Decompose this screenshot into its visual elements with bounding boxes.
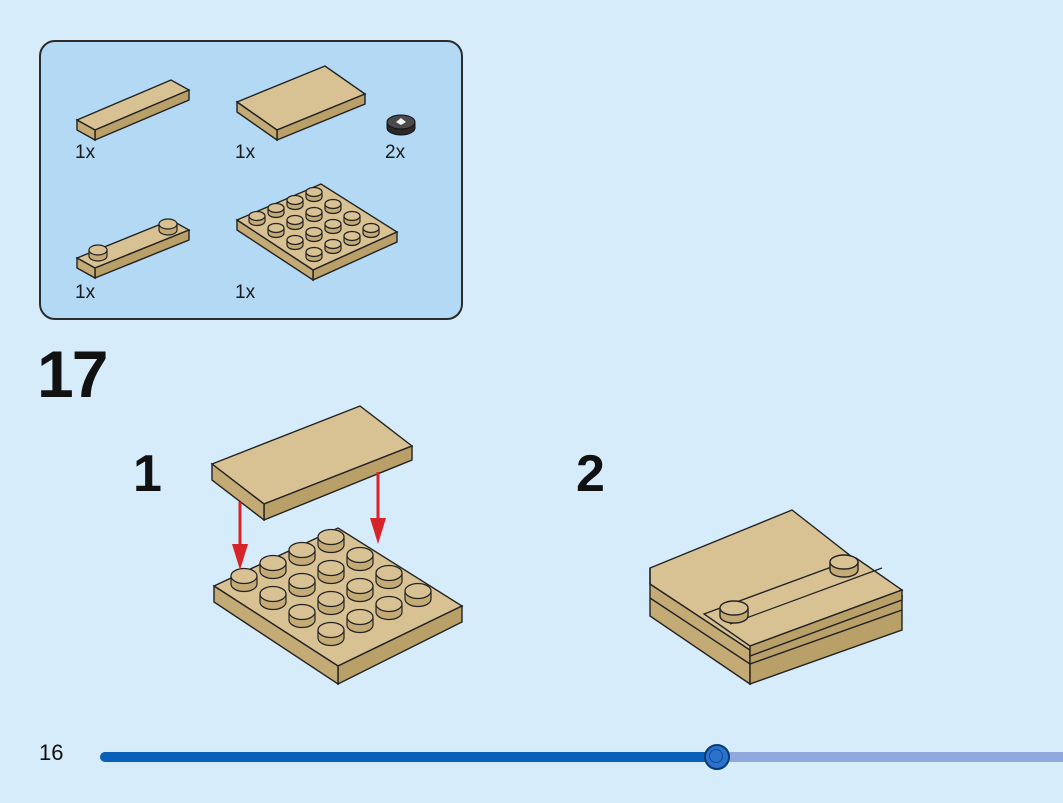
stud-icon (305, 186, 323, 203)
substep-1-illustration (210, 405, 464, 686)
stud-icon (305, 246, 323, 263)
substep-number: 1 (133, 445, 162, 503)
stud-icon (375, 595, 403, 621)
progress-bar (100, 744, 1063, 770)
part-quantity: 1x (235, 282, 256, 303)
stud-icon (317, 590, 345, 616)
stud-icon (829, 554, 859, 578)
round-tile-icon (386, 114, 416, 136)
plate-4x4-icon (212, 527, 464, 686)
stud-icon (317, 559, 345, 585)
stud-icon (286, 194, 304, 211)
tile-1x4-icon (75, 79, 191, 142)
stud-icon (346, 546, 374, 572)
stud-icon (343, 230, 361, 247)
stud-icon (248, 210, 266, 227)
stud-icon (305, 226, 323, 243)
stud-icon (324, 218, 342, 235)
progress-fill (100, 752, 716, 762)
stud-icon (288, 603, 316, 629)
arrow-down-icon (232, 502, 248, 570)
stud-icon (317, 621, 345, 647)
part-quantity: 1x (75, 282, 96, 303)
stud-icon (719, 600, 749, 624)
arrow-down-icon (370, 472, 386, 544)
stud-icon (362, 222, 380, 239)
stud-icon (267, 202, 285, 219)
part-quantity: 1x (235, 142, 256, 163)
stud-icon (324, 238, 342, 255)
substep-2-illustration (649, 509, 904, 686)
stud-icon (404, 582, 432, 608)
plate-1x4-icon (75, 218, 191, 280)
stud-icon (286, 234, 304, 251)
stud-icon (346, 577, 374, 603)
stud-icon (343, 210, 361, 227)
stud-icon (288, 572, 316, 598)
substep-number: 2 (576, 445, 605, 503)
stud-icon (267, 222, 285, 239)
stud-icon (346, 608, 374, 634)
progress-knob (704, 744, 730, 770)
stud-icon (286, 214, 304, 231)
part-quantity: 2x (385, 142, 406, 163)
tile-2x4-icon (235, 65, 367, 142)
parts-list-box: 1x 1x 2x 1x 1x (39, 40, 463, 320)
page-number: 16 (39, 740, 64, 765)
stud-icon (230, 567, 258, 593)
stud-icon (259, 585, 287, 611)
step-number: 17 (37, 337, 108, 411)
tile-2x4-icon (210, 405, 414, 522)
stud-icon (305, 206, 323, 223)
plate-4x4-icon (235, 183, 399, 282)
stud-icon (324, 198, 342, 215)
stud-icon (317, 528, 345, 554)
stud-icon (259, 554, 287, 580)
part-quantity: 1x (75, 142, 96, 163)
stud-icon (288, 541, 316, 567)
stud-icon (375, 564, 403, 590)
